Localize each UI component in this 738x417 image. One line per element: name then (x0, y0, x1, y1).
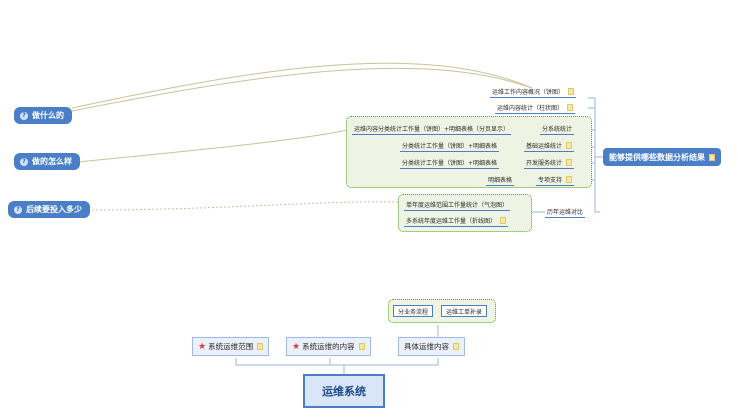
branch-label: 专项支持 (538, 177, 563, 184)
star-icon: ★ (292, 341, 301, 352)
question-node-investment[interactable]: ? 后续要投入多少 (8, 201, 90, 218)
dev-service-detail-leaf[interactable]: 分类统计工作量（饼图）+明细表格 (400, 157, 500, 169)
connector-q3 (91, 201, 399, 211)
business-flow-node[interactable]: 分业务流程 (393, 305, 434, 317)
question-node-what[interactable]: ? 做什么的 (14, 107, 72, 124)
note-icon (709, 153, 715, 161)
note-icon (500, 217, 507, 224)
main-topic-label: 能够提供哪些数据分析结果 (609, 152, 705, 162)
root-node[interactable]: 运维系统 (303, 374, 385, 408)
note-icon (566, 159, 573, 166)
branch-by-subsystem[interactable]: 分系统统计 (540, 123, 575, 135)
history-leaf-bubble[interactable]: 单年度运维范围工作量统计（气泡图） (404, 199, 511, 211)
question-icon: ? (14, 205, 22, 214)
star-icon: ★ (198, 341, 207, 352)
history-group (398, 194, 532, 232)
leaf-label: 运维工单补录 (446, 308, 483, 316)
scope-node[interactable]: ★ 系统运维范围 (192, 337, 270, 356)
connector-q1b (71, 67, 533, 112)
branch-overview[interactable]: 运维工作内容概况（饼图） (490, 86, 577, 98)
note-icon (453, 343, 459, 350)
branch-special[interactable]: 专项支持 (536, 174, 575, 186)
node-label: 系统运维的内容 (302, 342, 355, 351)
leaf-label: 分类统计工作量（饼图）+明细表格 (402, 160, 498, 167)
leaf-label: 单年度运维范围工作量统计（气泡图） (406, 202, 509, 209)
branch-label: 运维内容统计（柱状图） (497, 105, 564, 112)
note-icon (358, 343, 365, 350)
leaf-label: 多系统年度运维工作量（折线图） (406, 218, 497, 225)
note-icon (257, 343, 264, 350)
specific-content-node[interactable]: 具体运维内容 (398, 337, 465, 356)
question-label: 做的怎么样 (32, 157, 72, 166)
branch-basic-ops[interactable]: 基础运维统计 (524, 140, 575, 152)
leaf-label: 运维内容分类统计工作量（饼图）+明细表格（分页显示） (354, 126, 510, 133)
branch-history[interactable]: 历年运维对比 (545, 206, 586, 218)
work-order-node[interactable]: 运维工单补录 (441, 305, 488, 317)
branch-label: 运维工作内容概况（饼图） (492, 89, 565, 96)
content-node[interactable]: ★ 系统运维的内容 (286, 337, 371, 356)
connector-q1 (71, 62, 533, 109)
question-label: 做什么的 (32, 111, 64, 120)
history-leaf-line[interactable]: 多系统年度运维工作量（折线图） (404, 215, 509, 227)
leaf-label: 分业务流程 (398, 308, 429, 316)
question-label: 后续要投入多少 (26, 205, 82, 214)
branch-label: 历年运维对比 (547, 209, 584, 216)
node-label: 系统运维范围 (208, 342, 254, 351)
special-detail-leaf[interactable]: 明细表格 (486, 174, 515, 186)
note-icon (567, 104, 574, 111)
note-icon (566, 142, 573, 149)
question-icon: ? (20, 111, 28, 120)
leaf-label: 分类统计工作量（饼图）+明细表格 (402, 143, 498, 150)
stats-detail-group (346, 116, 592, 188)
subsystem-detail-leaf[interactable]: 运维内容分类统计工作量（饼图）+明细表格（分页显示） (352, 123, 512, 135)
branch-label: 分系统统计 (542, 126, 573, 133)
root-label: 运维系统 (322, 385, 366, 398)
note-icon (566, 176, 573, 183)
question-icon: ? (20, 157, 28, 166)
question-node-how[interactable]: ? 做的怎么样 (14, 153, 80, 170)
branch-label: 基础运维统计 (526, 143, 563, 150)
basic-ops-detail-leaf[interactable]: 分类统计工作量（饼图）+明细表格 (400, 140, 500, 152)
leaf-label: 明细表格 (488, 177, 513, 184)
branch-stats[interactable]: 运维内容统计（柱状图） (495, 102, 576, 114)
main-topic-node[interactable]: 能够提供哪些数据分析结果 (603, 148, 721, 166)
note-icon (568, 88, 575, 95)
node-label: 具体运维内容 (404, 342, 449, 351)
branch-dev-service[interactable]: 开发服务统计 (524, 157, 575, 169)
connector-q2 (77, 129, 349, 163)
branch-label: 开发服务统计 (526, 160, 563, 167)
